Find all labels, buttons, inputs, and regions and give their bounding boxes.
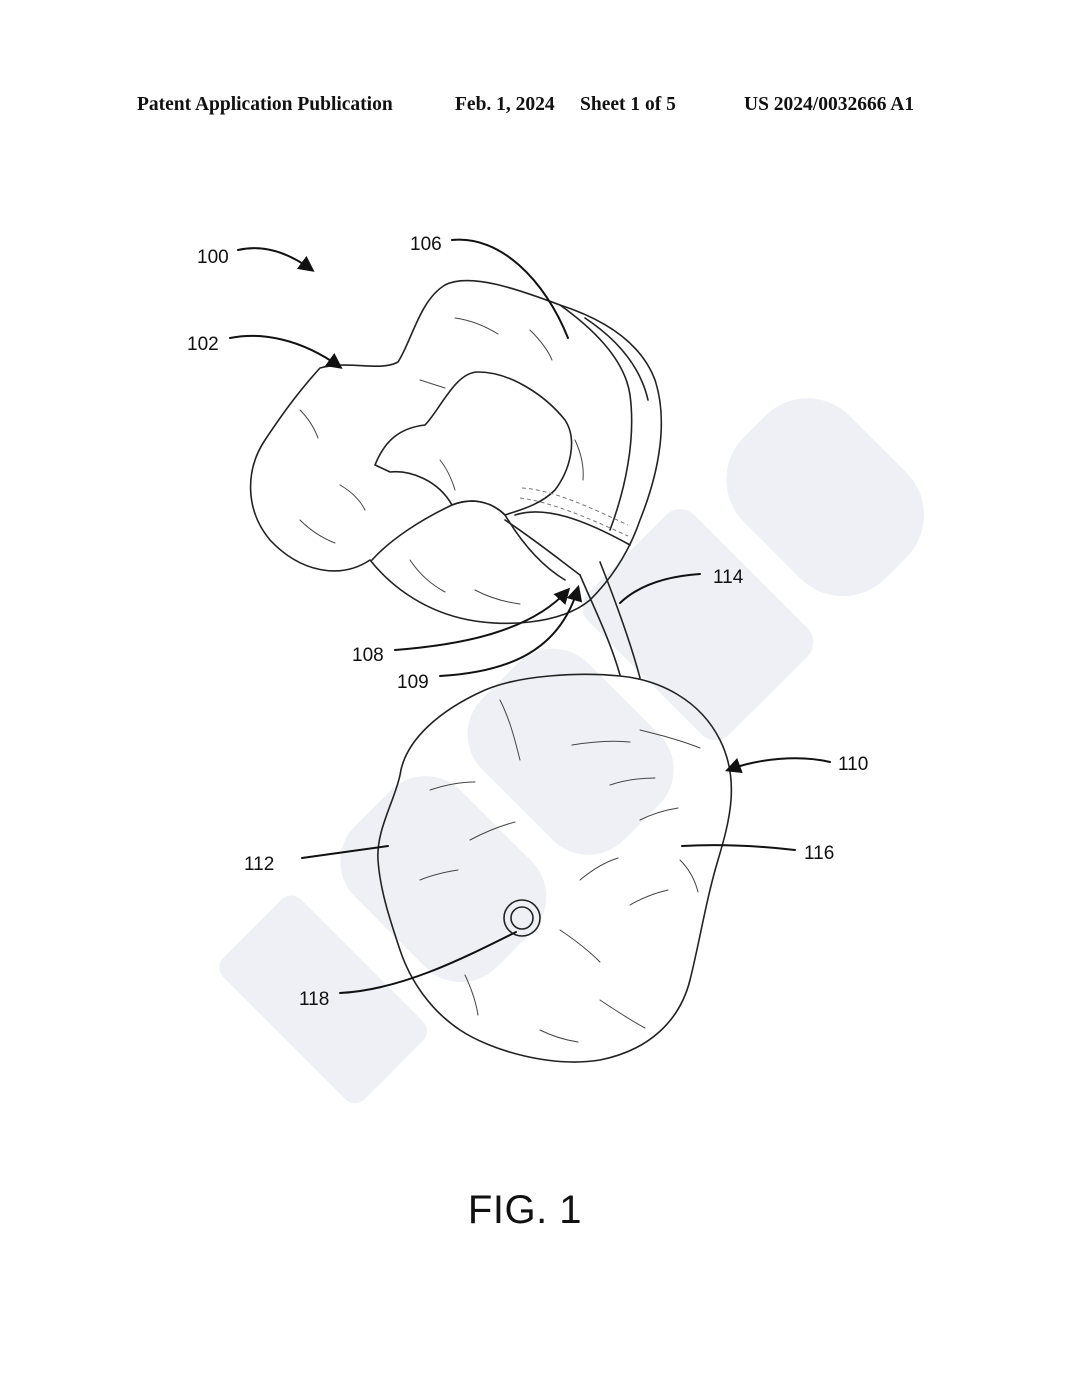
ref-118: 118 <box>299 989 329 1010</box>
ref-116: 116 <box>804 843 834 864</box>
connecting-strap <box>579 561 641 679</box>
ref-100: 100 <box>197 247 229 268</box>
ref-109: 109 <box>397 672 429 693</box>
ref-106: 106 <box>410 234 442 255</box>
sheet-number: Sheet 1 of 5 <box>580 94 676 115</box>
ref-114: 114 <box>713 567 744 588</box>
publication-number: US 2024/0032666 A1 <box>744 94 915 115</box>
reference-leaders <box>229 238 831 994</box>
ref-112: 112 <box>244 854 274 875</box>
ref-108: 108 <box>352 645 384 666</box>
ref-102: 102 <box>187 334 219 355</box>
loop-member <box>249 279 663 625</box>
watermark-graphic <box>219 398 925 1104</box>
ref-110: 110 <box>838 754 868 775</box>
page-header: Patent Application Publication Feb. 1, 2… <box>0 94 1080 122</box>
figure-label: FIG. 1 <box>467 1188 583 1232</box>
publication-type: Patent Application Publication <box>137 94 393 115</box>
pouch-member <box>377 673 733 1063</box>
publication-date: Feb. 1, 2024 <box>455 94 555 115</box>
